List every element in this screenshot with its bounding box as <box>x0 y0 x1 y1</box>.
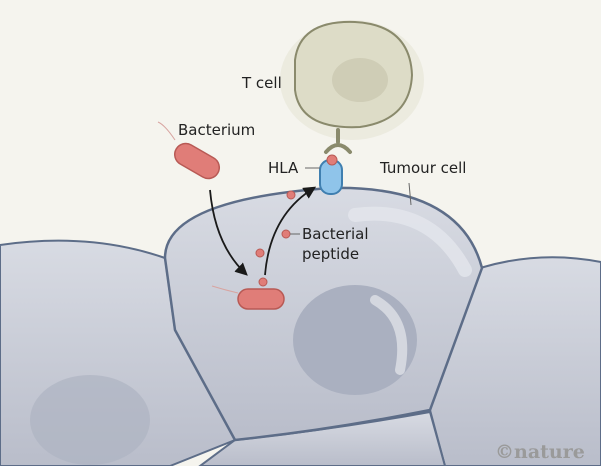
peptide <box>286 190 296 200</box>
label-t-cell: T cell <box>241 74 282 92</box>
peptide <box>281 229 291 239</box>
peptide <box>255 248 265 258</box>
nature-credit: ©nature <box>495 441 585 463</box>
arrow-entry <box>209 189 248 276</box>
label-peptide-line2: peptide <box>302 245 359 263</box>
label-bacterium: Bacterium <box>178 121 255 139</box>
label-hla: HLA <box>268 159 299 177</box>
t-cell <box>280 20 424 154</box>
bacterium-inside <box>211 285 285 310</box>
bacterium-outside <box>157 121 221 180</box>
label-tumour-cell: Tumour cell <box>379 159 466 177</box>
peptide <box>258 277 268 287</box>
arrow-presentation <box>264 186 317 276</box>
label-peptide-line1: Bacterial <box>302 225 369 243</box>
